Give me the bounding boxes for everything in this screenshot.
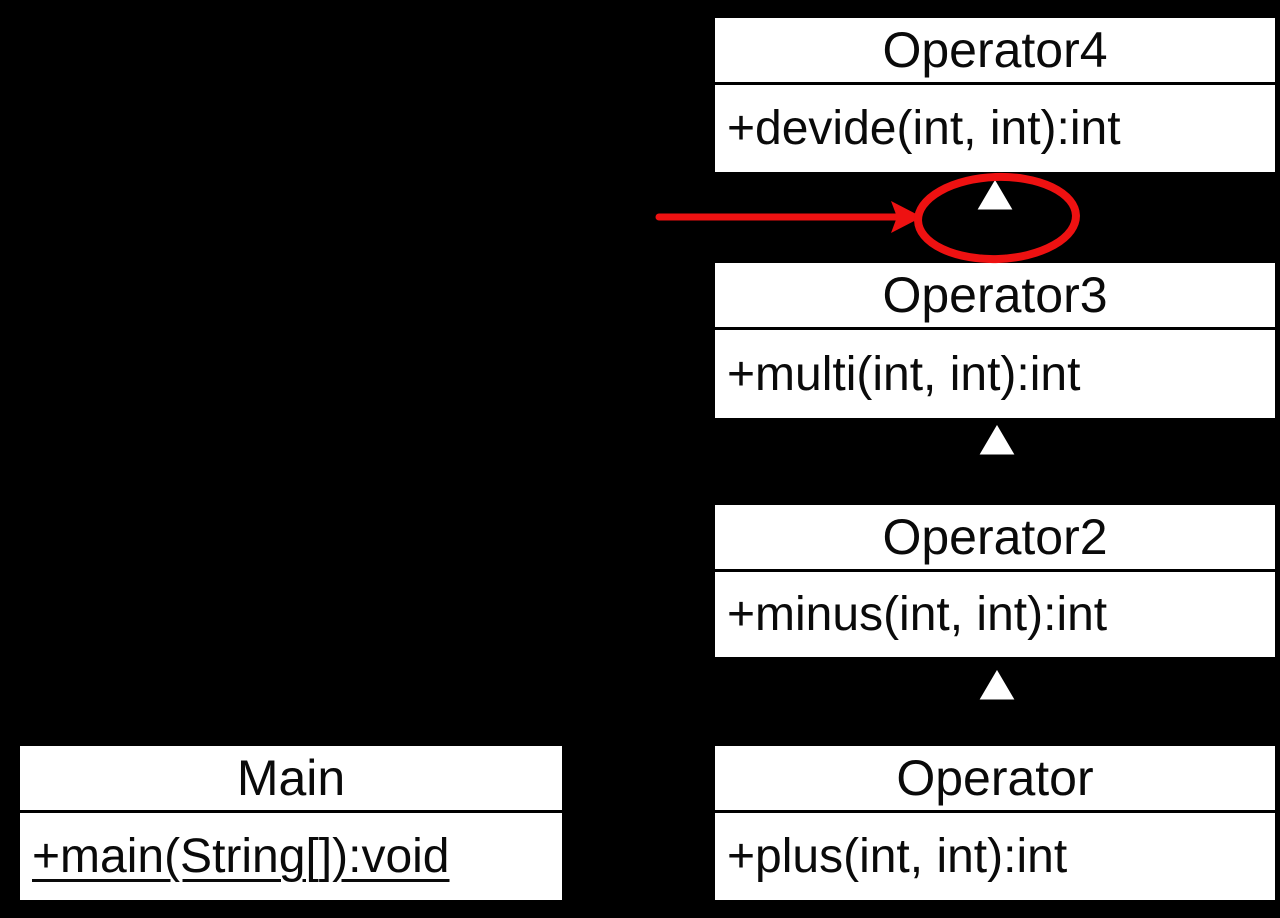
class-box-operator: Operator +plus(int, int):int — [712, 743, 1278, 903]
class-box-main: Main +main(String[]):void — [17, 743, 565, 903]
inheritance-triangle-icon — [975, 665, 1019, 703]
class-box-operator2: Operator2 +minus(int, int):int — [712, 502, 1278, 660]
class-method: +minus(int, int):int — [727, 588, 1108, 641]
inheritance-triangle-icon — [975, 420, 1019, 458]
class-title: Operator4 — [715, 18, 1275, 85]
red-annotation — [655, 172, 1080, 264]
class-box-operator4: Operator4 +devide(int, int):int — [712, 15, 1278, 175]
class-method: +devide(int, int):int — [727, 102, 1121, 155]
class-title: Operator — [715, 746, 1275, 813]
annotation-arrow-icon — [655, 201, 922, 233]
class-title: Operator3 — [715, 263, 1275, 330]
class-title: Operator2 — [715, 505, 1275, 572]
class-title: Main — [20, 746, 562, 813]
class-method: +multi(int, int):int — [727, 347, 1081, 401]
class-box-operator3: Operator3 +multi(int, int):int — [712, 260, 1278, 421]
annotation-ellipse-icon — [914, 172, 1080, 264]
class-method: +plus(int, int):int — [727, 830, 1068, 883]
class-method-static: +main(String[]):void — [32, 830, 450, 883]
inheritance-triangle-icon — [973, 175, 1017, 213]
